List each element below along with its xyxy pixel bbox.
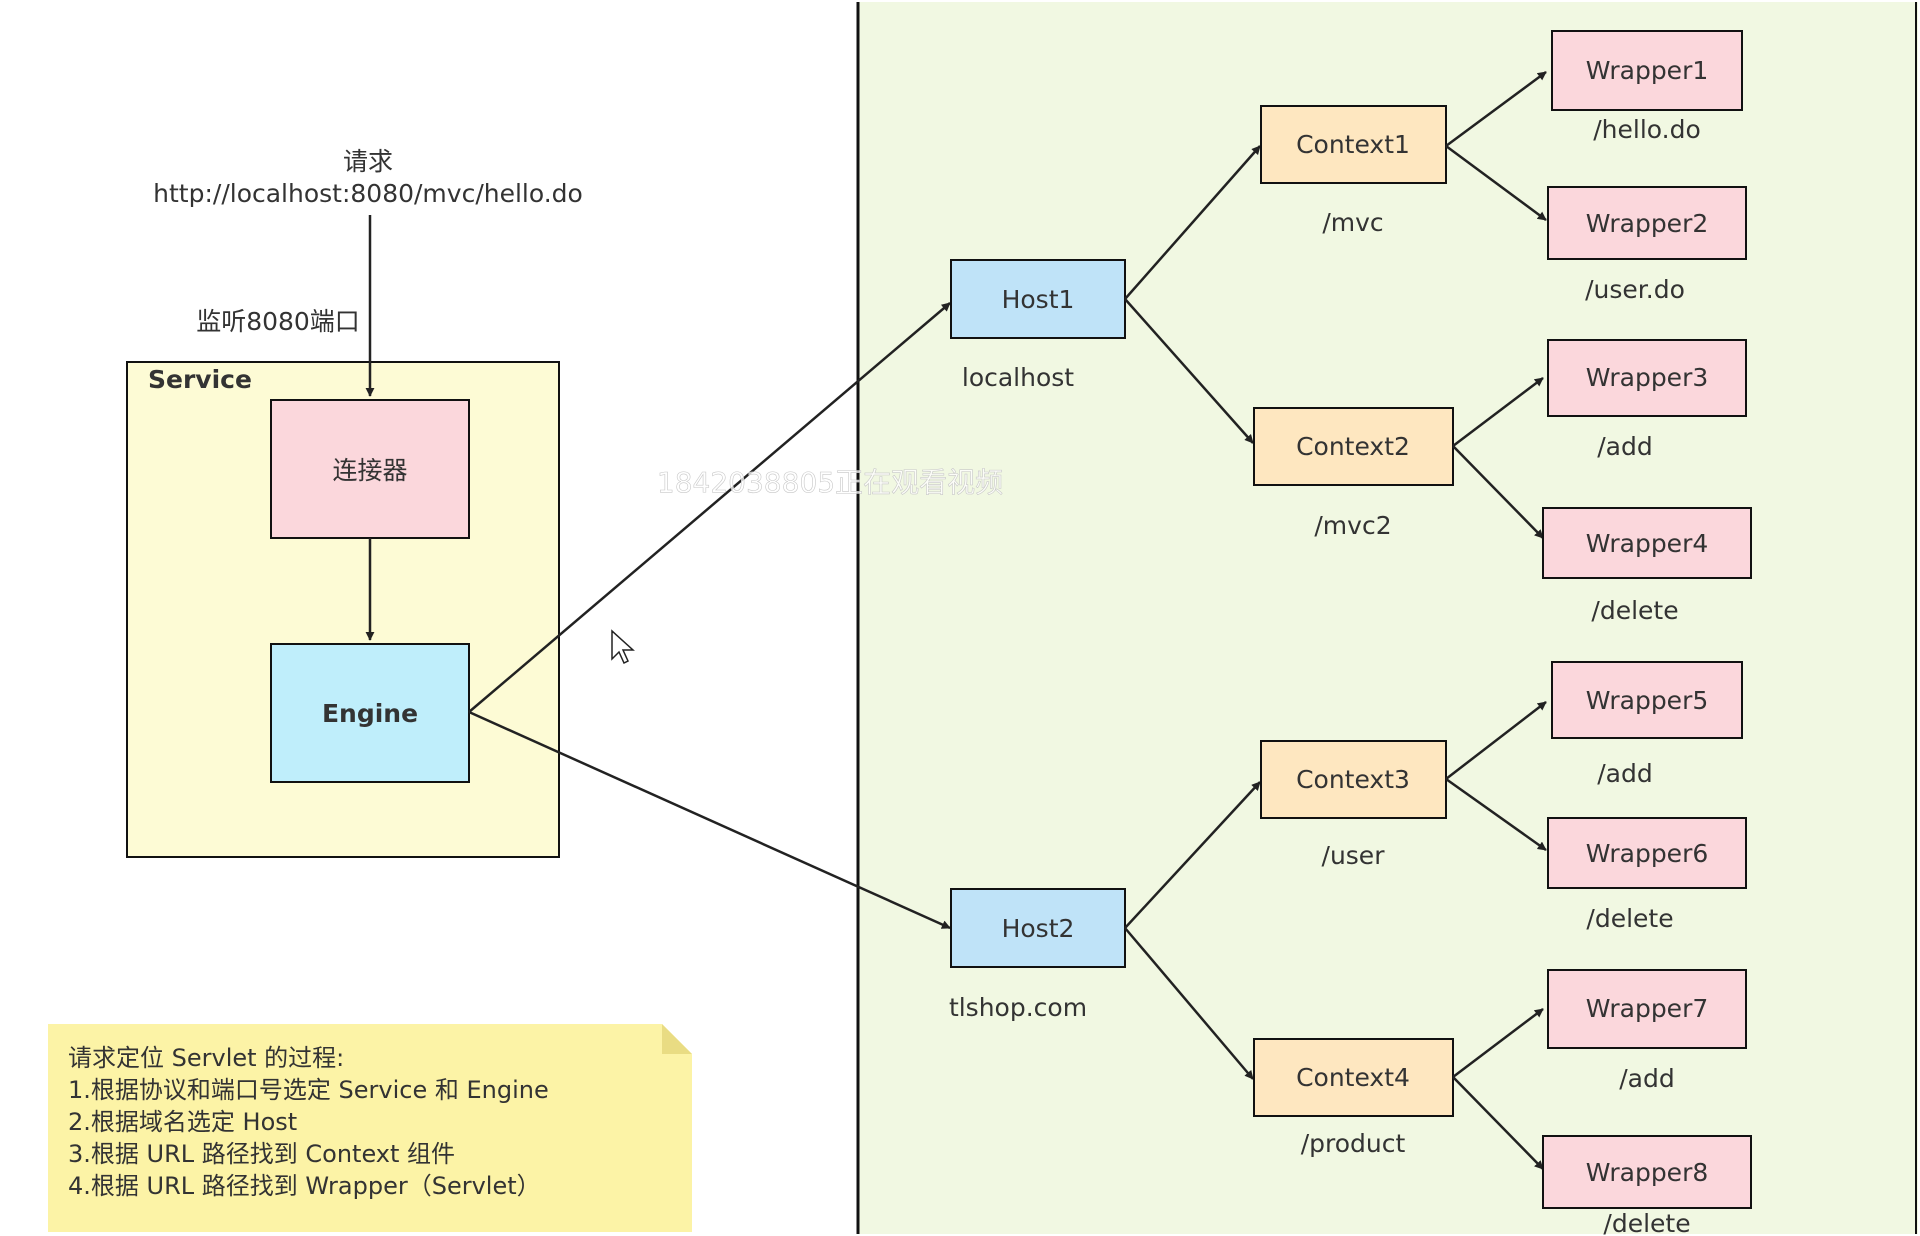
request-title: 请求 — [343, 147, 393, 176]
engine-box — [270, 643, 470, 783]
context3-caption: /user — [1322, 841, 1386, 870]
host2-caption: tlshop.com — [949, 993, 1087, 1022]
wrapper4-box — [1542, 507, 1752, 579]
host2-box — [950, 888, 1126, 968]
context3-to-wrapper6-arrow — [1445, 777, 1547, 852]
context4-to-wrapper8-arrow — [1452, 1076, 1544, 1170]
service-title: Service — [148, 365, 252, 394]
wrapper7-label: Wrapper7 — [1586, 994, 1709, 1023]
engine-label: Engine — [322, 699, 418, 728]
context1-caption: /mvc — [1322, 208, 1383, 237]
engine-to-host1-arrow — [468, 302, 951, 713]
request-url: http://localhost:8080/mvc/hello.do — [153, 179, 583, 208]
context2-to-wrapper3-arrow — [1452, 377, 1544, 447]
host2-to-context4-arrow — [1124, 927, 1254, 1080]
note-line-3: 2.根据域名选定 Host — [68, 1108, 297, 1136]
video-watermark: 1842038805正在观看视频 — [657, 466, 1003, 499]
wrapper8-label: Wrapper8 — [1586, 1158, 1709, 1187]
host2-label: Host2 — [1002, 914, 1075, 943]
context2-box — [1253, 407, 1454, 486]
wrapper5-caption: /add — [1597, 759, 1652, 788]
mouse-cursor-icon — [611, 629, 635, 665]
host1-box — [950, 259, 1126, 339]
context4-to-wrapper7-arrow — [1452, 1008, 1544, 1078]
wrapper8-box — [1542, 1135, 1752, 1209]
wrapper2-label: Wrapper2 — [1586, 209, 1709, 238]
context2-caption: /mvc2 — [1314, 511, 1391, 540]
wrapper1-box — [1551, 30, 1743, 111]
wrapper5-label: Wrapper5 — [1586, 686, 1709, 715]
wrapper6-box — [1547, 817, 1747, 889]
context2-to-wrapper4-arrow — [1452, 445, 1544, 539]
connector-box — [270, 399, 470, 539]
context1-to-wrapper1-arrow — [1445, 70, 1547, 148]
note-line-1: 请求定位 Servlet 的过程: — [68, 1044, 344, 1072]
engine-to-host2-arrow — [468, 710, 951, 930]
context3-to-wrapper5-arrow — [1445, 701, 1547, 780]
note-line-5: 4.根据 URL 路径找到 Wrapper（Servlet） — [68, 1172, 541, 1200]
host1-label: Host1 — [1002, 285, 1075, 314]
wrapper8-caption: /delete — [1603, 1209, 1690, 1236]
wrapper3-box — [1547, 339, 1747, 417]
host1-to-context1-arrow — [1124, 145, 1261, 300]
wrapper3-label: Wrapper3 — [1586, 363, 1709, 392]
wrapper3-caption: /add — [1597, 432, 1652, 461]
wrapper1-caption: /hello.do — [1593, 115, 1701, 144]
note-line-4: 3.根据 URL 路径找到 Context 组件 — [68, 1140, 455, 1168]
context3-label: Context3 — [1296, 765, 1410, 794]
note-fold — [662, 1024, 692, 1054]
context4-caption: /product — [1301, 1129, 1406, 1158]
wrapper4-label: Wrapper4 — [1586, 529, 1709, 558]
wrapper2-caption: /user.do — [1585, 275, 1685, 304]
host2-to-context3-arrow — [1124, 781, 1261, 929]
context1-label: Context1 — [1296, 130, 1410, 159]
host1-caption: localhost — [962, 363, 1074, 392]
wrapper1-label: Wrapper1 — [1586, 56, 1709, 85]
wrapper6-label: Wrapper6 — [1586, 839, 1709, 868]
note-line-2: 1.根据协议和端口号选定 Service 和 Engine — [68, 1076, 549, 1104]
host1-to-context2-arrow — [1124, 298, 1254, 444]
port-label: 监听8080端口 — [196, 307, 360, 336]
context1-box — [1260, 105, 1447, 184]
wrapper2-box — [1547, 186, 1747, 260]
wrapper6-caption: /delete — [1586, 904, 1673, 933]
wrapper4-caption: /delete — [1591, 596, 1678, 625]
wrapper7-box — [1547, 969, 1747, 1049]
connector-label: 连接器 — [332, 456, 407, 485]
context2-label: Context2 — [1296, 432, 1410, 461]
context1-to-wrapper2-arrow — [1445, 144, 1547, 222]
wrapper7-caption: /add — [1619, 1064, 1674, 1093]
context4-box — [1253, 1038, 1454, 1117]
wrapper5-box — [1551, 661, 1743, 739]
context4-label: Context4 — [1296, 1063, 1410, 1092]
note-card — [48, 1024, 692, 1232]
